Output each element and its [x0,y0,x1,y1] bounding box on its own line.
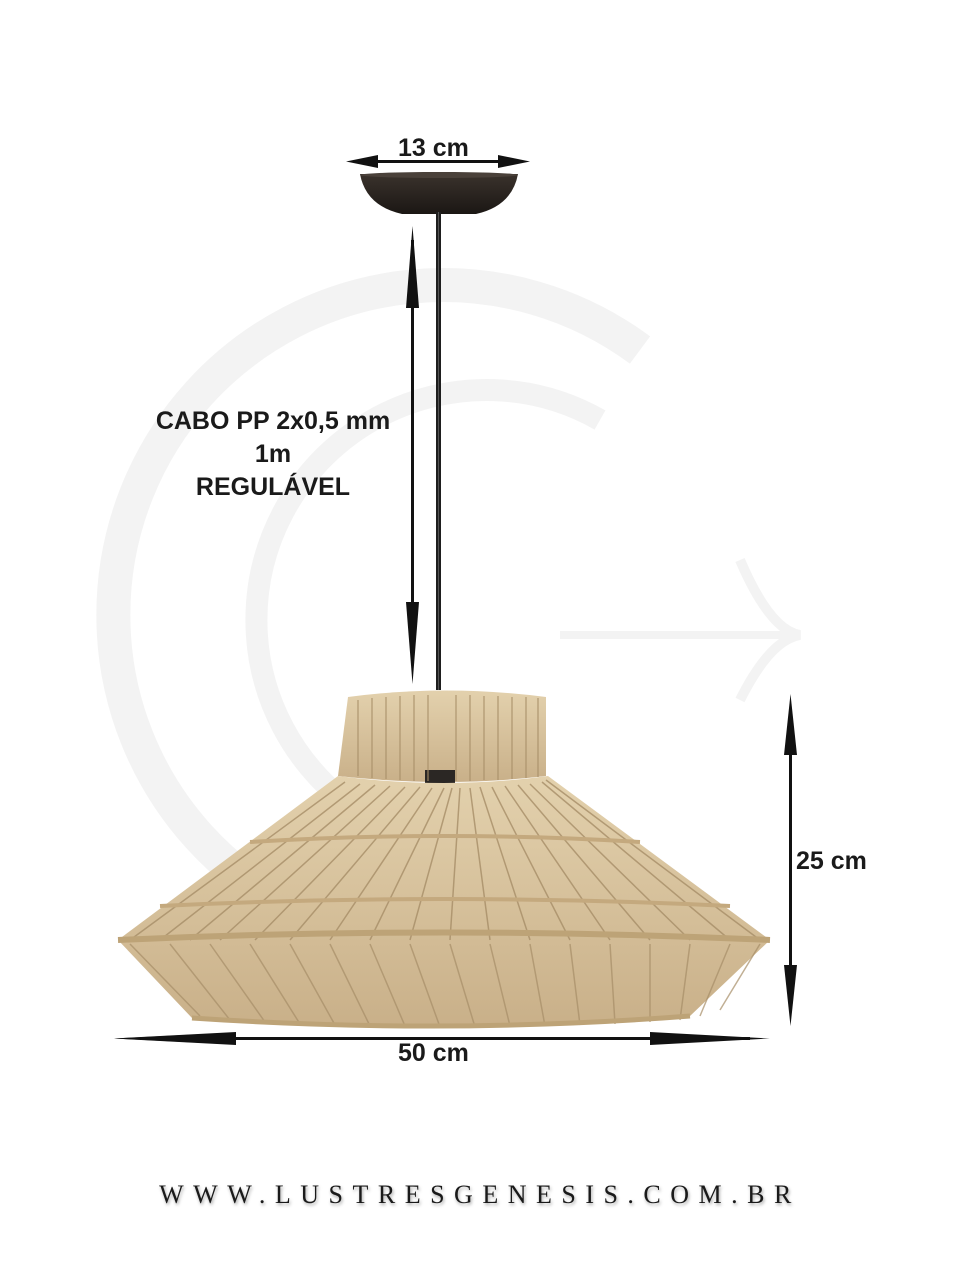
cable-length-arrow [406,226,419,684]
canopy-width-label: 13 cm [398,134,469,162]
cable-spec-type: CABO PP 2x0,5 mm [155,407,391,435]
width-arrow [114,1032,770,1045]
height-arrow [784,694,797,1026]
website-footer: WWW.LUSTRESGENESIS.COM.BR [159,1180,801,1209]
ceiling-canopy [360,174,518,214]
rope-lampshade [117,690,771,1029]
cable-spec-length: 1m [254,440,292,468]
width-label: 50 cm [398,1039,469,1067]
cable-spec-label: CABO PP 2x0,5 mm 1m REGULÁVEL [128,405,418,504]
height-label: 25 cm [796,847,867,875]
cable-spec-adjustable: REGULÁVEL [195,473,351,501]
canopy-width-arrow [346,155,530,168]
